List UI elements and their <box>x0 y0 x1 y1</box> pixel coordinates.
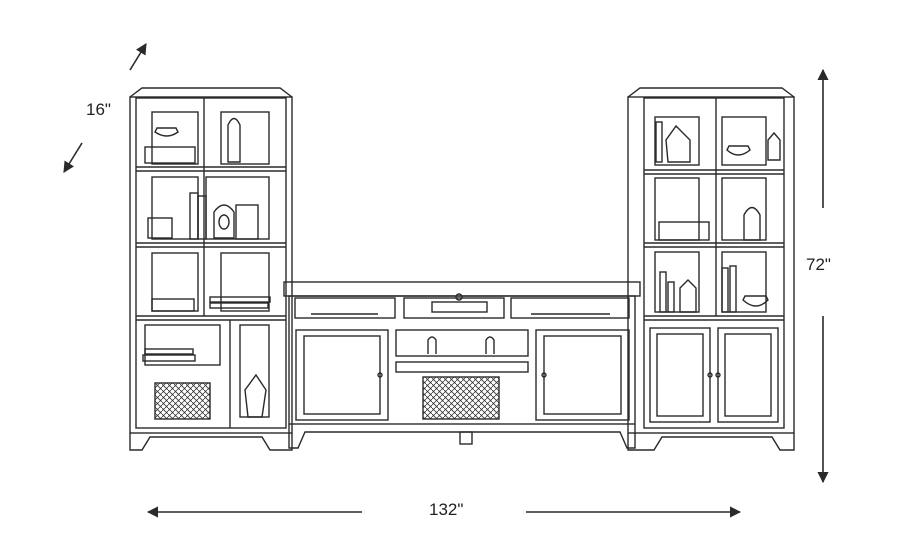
height-label: 72" <box>806 255 831 274</box>
depth-arrow-bottom <box>63 142 83 173</box>
media-console <box>283 281 641 449</box>
left-bookcase <box>129 87 293 451</box>
width-label: 132" <box>429 500 464 519</box>
depth-label: 16" <box>86 100 111 119</box>
depth-arrow-top <box>129 43 147 71</box>
right-bookcase <box>627 87 795 451</box>
dimension-arrows <box>63 43 829 518</box>
